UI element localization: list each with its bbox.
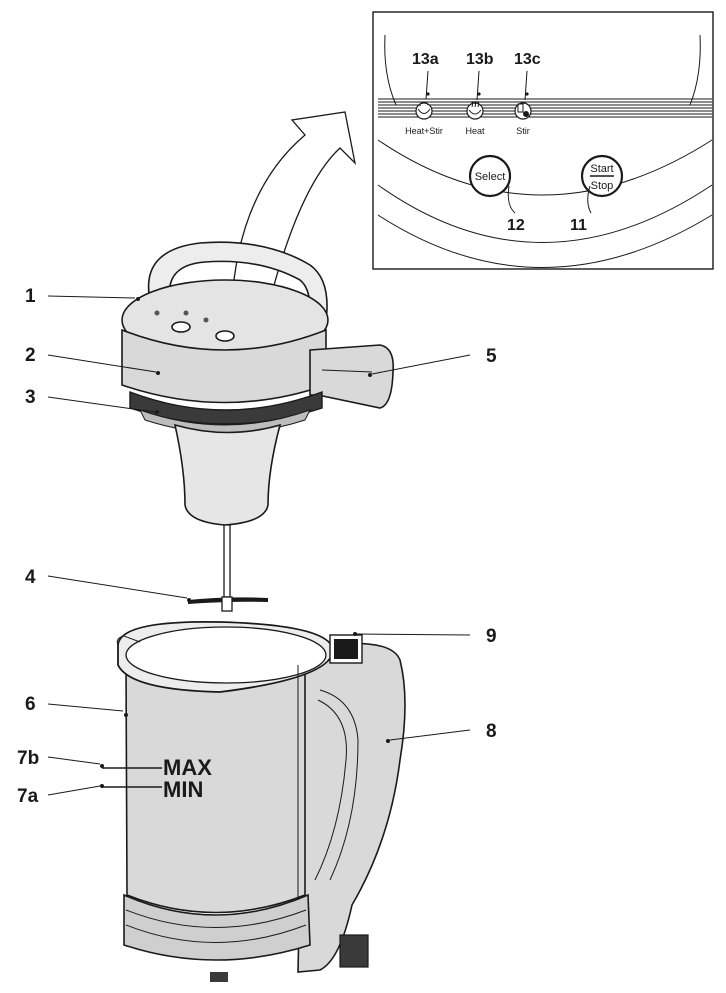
lid-assembly bbox=[121, 241, 395, 612]
label-13b: 13b bbox=[466, 51, 494, 68]
callout-8: 8 bbox=[486, 721, 497, 742]
callout-5: 5 bbox=[486, 346, 497, 367]
callout-2: 2 bbox=[25, 345, 36, 366]
inset-frame bbox=[372, 11, 714, 270]
jug-body bbox=[125, 658, 306, 914]
select-button-label: Select bbox=[475, 171, 506, 183]
mode-heat-label: Heat bbox=[465, 126, 485, 136]
panel-arc-2 bbox=[377, 184, 713, 243]
select-button[interactable]: Select bbox=[468, 154, 512, 198]
mode-stir-label: Stir bbox=[516, 126, 530, 136]
label-11: 11 bbox=[570, 217, 587, 234]
callout-9: 9 bbox=[486, 626, 497, 647]
callout-7b: 7b bbox=[17, 748, 39, 769]
label-13a: 13a bbox=[412, 51, 439, 68]
panel-stripe-band bbox=[378, 98, 712, 118]
motor-housing bbox=[173, 423, 282, 526]
callout-6: 6 bbox=[25, 694, 36, 715]
max-label: MAX bbox=[163, 755, 212, 780]
label-12: 12 bbox=[507, 217, 525, 234]
stir-indicator-icon bbox=[514, 102, 532, 120]
panel-arc-3 bbox=[377, 214, 713, 268]
start-label: Start bbox=[590, 163, 613, 175]
control-panel-inset: 13a 13b 13c Heat+Stir Heat Stir Select S… bbox=[372, 11, 714, 270]
mode-heat-stir-label: Heat+Stir bbox=[405, 126, 443, 136]
jug bbox=[102, 620, 406, 982]
callout-1: 1 bbox=[25, 286, 36, 307]
lid-spout bbox=[309, 344, 395, 409]
callout-leaders bbox=[47, 295, 471, 796]
callout-4: 4 bbox=[25, 567, 36, 588]
heat-indicator-icon bbox=[466, 100, 484, 120]
heat-stir-indicator-icon bbox=[415, 101, 433, 120]
label-13c: 13c bbox=[514, 51, 541, 68]
blade-shaft bbox=[223, 524, 231, 598]
min-label: MIN bbox=[163, 777, 203, 802]
start-stop-button[interactable]: Start Stop bbox=[580, 154, 624, 198]
panel-arc-1 bbox=[377, 139, 713, 196]
power-socket bbox=[339, 934, 369, 968]
callout-7a: 7a bbox=[17, 786, 39, 807]
stop-label: Stop bbox=[591, 180, 614, 192]
jug-handle bbox=[297, 637, 406, 973]
callout-3: 3 bbox=[25, 387, 36, 408]
